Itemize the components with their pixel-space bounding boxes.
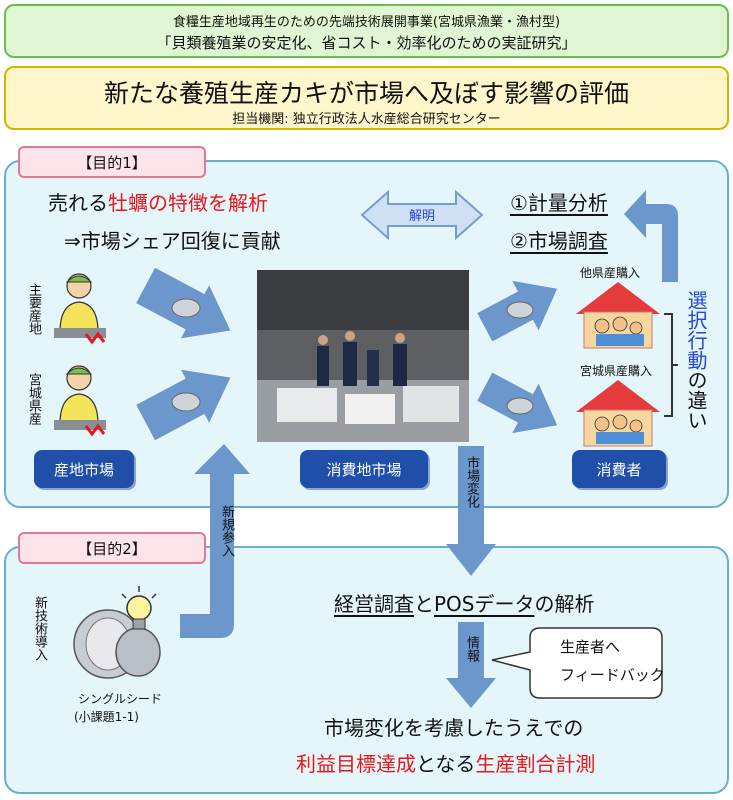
single-seed-label: シングルシード [78,692,163,706]
result-profit-goal: 利益目標達成 [296,752,416,776]
family-house-icon [576,282,660,349]
goal-subtext: ⇒市場シェア回復に貢献 [64,229,281,253]
analysis-tail: の解析 [534,592,595,616]
new-entry-arrow [180,444,250,638]
analysis-pos-data: POSデータ [434,592,535,616]
method-market-survey: ②市場調査 [510,229,608,253]
result-production-ratio: 生産割合計測 [475,752,596,776]
clarify-double-arrow [360,189,484,241]
result-mid: となる [416,752,476,776]
goal-text: 売れる牡蠣の特徴を解析 [48,187,268,216]
oyster-icon [73,609,161,679]
purpose2-tag: 【目的2】 [18,532,206,564]
consumer-button[interactable]: 消費者 [572,450,666,488]
feedback-line2: フィードバック [560,666,665,684]
feedback-line1: 生産者へ [560,638,621,656]
analysis-and: と [414,592,434,616]
flow-arrow-miyagi-to-market [136,369,231,441]
new-tech-label: 新技術導入 [32,596,47,661]
market-photo [257,270,469,442]
feedback-callout-shape [491,627,663,699]
new-entry-label: 新規参入 [219,505,234,557]
organization: 担当機関: 独立行政法人水産総合研究センター [232,112,501,127]
producer-main-label: 主要産地 [26,283,41,335]
choice-return-arrow [624,190,678,282]
flow-arrow-to-other-pref [477,280,558,342]
origin-market-button[interactable]: 産地市場 [34,450,134,488]
flow-arrow-to-miyagi-purchase [477,372,558,434]
miyagi-purchase-label: 宮城県産購入 [580,364,653,378]
page-title: 新たな養殖生産カキが市場へ及ぼす影響の評価 [103,79,629,108]
choice-behavior-text: 選択行動の違い [684,290,708,430]
fisher-worker-icon-2 [54,365,106,437]
producer-miyagi-label: 宮城県産 [26,373,41,425]
market-change-arrow [446,446,496,576]
family-house-icon-2 [576,380,660,447]
analysis-business-survey: 経営調査 [334,592,414,616]
market-change-label: 市場変化 [464,456,479,508]
flow-arrow-main-to-market [136,267,231,339]
title-box: 新たな養殖生産カキが市場へ及ぼす影響の評価 担当機関: 独立行政法人水産総合研究… [4,66,729,130]
other-pref-purchase-label: 他県産購入 [580,266,641,280]
choice-bracket [664,313,678,417]
fisher-worker-icon [54,273,106,345]
project-header-line2: 「貝類養殖業の安定化、省コスト・効率化のための実証研究」 [156,34,577,52]
result-line1: 市場変化を考慮したうえでの [324,716,584,740]
goal-highlight: 牡蠣の特徴を解析 [108,191,268,215]
info-arrow [446,622,496,708]
method-quantitative: ①計量分析 [510,191,608,215]
consumer-market-button[interactable]: 消費地市場 [300,450,428,488]
choice-behavior-black: の違い [684,370,708,430]
info-label: 情報 [464,636,479,662]
clarify-label: 解明 [408,209,435,224]
lightbulb-icon [121,586,157,630]
purpose1-tag: 【目的1】 [18,146,206,178]
result-line2: 利益目標達成となる生産割合計測 [296,748,595,777]
goal-prefix: 売れる [48,191,108,215]
choice-behavior-blue: 選択行動 [684,290,708,370]
project-header: 食糧生産地域再生のための先端技術展開事業(宮城県漁業・漁村型) 「貝類養殖業の安… [4,4,729,58]
project-header-line1: 食糧生産地域再生のための先端技術展開事業(宮城県漁業・漁村型) [172,15,561,30]
sub-task-label: (小課題1-1) [74,710,139,724]
analysis-text: 経営調査とPOSデータの解析 [334,588,595,617]
